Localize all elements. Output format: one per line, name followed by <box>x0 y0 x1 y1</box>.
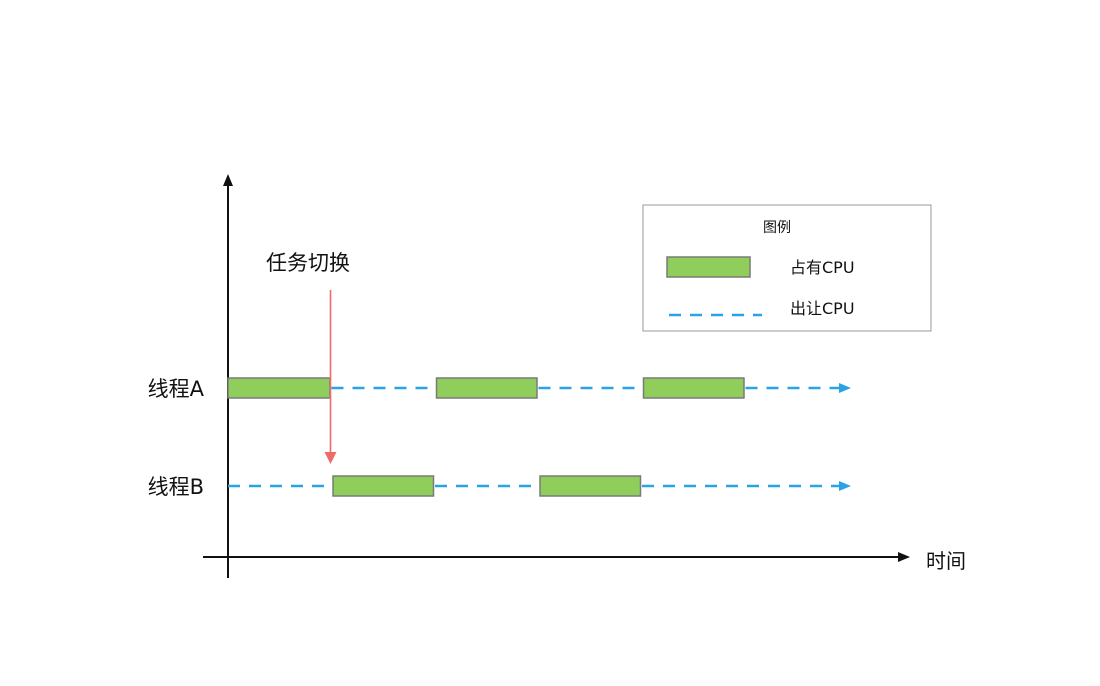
thread-label: 线程B <box>148 475 204 499</box>
cpu-run-bar <box>227 377 331 399</box>
cpu-run-bar <box>435 377 538 399</box>
legend-title: 图例 <box>763 220 791 236</box>
legend-waiting-label: 出让CPU <box>790 299 855 318</box>
legend-running-swatch <box>666 256 751 278</box>
legend: 图例 占有CPU 出让CPU <box>642 204 932 332</box>
cpu-run-bar <box>332 475 435 497</box>
cpu-run-bar <box>539 475 642 497</box>
x-axis-label: 时间 <box>926 549 966 573</box>
thread-row: 线程B <box>148 475 851 499</box>
legend-running-label: 占有CPU <box>790 258 855 277</box>
thread-label: 线程A <box>148 377 205 401</box>
task-switch-label: 任务切换 <box>266 251 350 275</box>
cpu-run-bar <box>642 377 745 399</box>
thread-rows: 线程A 线程B <box>148 377 851 499</box>
thread-row: 线程A <box>148 377 851 401</box>
